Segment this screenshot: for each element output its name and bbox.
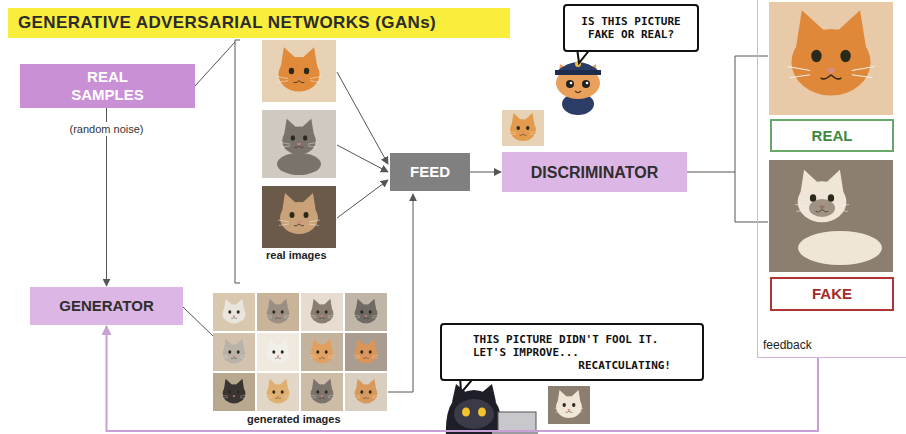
verdict-box: REAL bbox=[770, 119, 894, 152]
police-cat bbox=[555, 61, 601, 115]
feedback-panel: feedback REAL FAKE bbox=[757, 0, 906, 358]
cat-body bbox=[798, 231, 882, 265]
feed-line bbox=[337, 145, 388, 172]
generated-image bbox=[301, 333, 343, 371]
cat-mouth bbox=[575, 91, 581, 93]
real-image bbox=[262, 186, 336, 248]
cat-face bbox=[353, 339, 378, 364]
siamese-mask bbox=[809, 199, 835, 217]
generated-image bbox=[301, 293, 343, 331]
node-text: GENERATOR bbox=[59, 297, 153, 315]
cat-face bbox=[309, 379, 334, 404]
title-banner: GENERATIVE ADVERSARIAL NETWORKS (GANs) bbox=[8, 8, 510, 38]
cat-face bbox=[795, 170, 849, 222]
generated-image bbox=[257, 293, 299, 331]
eye-shine bbox=[570, 82, 573, 85]
leader-line bbox=[687, 172, 735, 173]
node-text: REAL bbox=[812, 127, 853, 145]
generated-image bbox=[213, 373, 255, 411]
cat-face bbox=[221, 379, 246, 404]
hood bbox=[446, 390, 502, 434]
cat-head bbox=[556, 67, 600, 99]
leader-line bbox=[195, 42, 235, 86]
node-text: REAL SAMPLES bbox=[58, 68, 158, 104]
speech-bubble: THIS PICTURE DIDN'T FOOL IT. LET'S IMPRO… bbox=[440, 323, 704, 381]
speech-bubble: IS THIS PICTURE FAKE OR REAL? bbox=[563, 4, 699, 52]
leader-line bbox=[183, 307, 213, 336]
process-box: GENERATOR bbox=[30, 287, 183, 325]
edge-label: (random noise) bbox=[67, 122, 147, 136]
real-image bbox=[262, 110, 336, 178]
node-text: feedback bbox=[763, 338, 812, 352]
node-text: IS THIS PICTURE FAKE OR REAL? bbox=[572, 15, 690, 41]
node-text: FAKE bbox=[812, 285, 852, 303]
generated-image bbox=[257, 333, 299, 371]
cat-eye bbox=[582, 80, 590, 88]
cat-face bbox=[265, 339, 290, 364]
feed-line bbox=[388, 194, 413, 392]
cat-face bbox=[221, 339, 246, 364]
feed-line bbox=[337, 180, 388, 218]
real-image bbox=[262, 40, 336, 102]
cat-face bbox=[278, 193, 320, 234]
process-box: REAL SAMPLES bbox=[20, 64, 195, 108]
bracket bbox=[235, 40, 240, 283]
laptop-base bbox=[492, 432, 538, 434]
rejected-image bbox=[548, 386, 590, 424]
cat-face bbox=[281, 119, 318, 155]
generated-image bbox=[257, 373, 299, 411]
verdict-box: FAKE bbox=[770, 277, 894, 311]
cat-eye bbox=[462, 408, 470, 417]
cat-eye bbox=[566, 80, 574, 88]
cat-face bbox=[265, 379, 290, 404]
cat-face bbox=[353, 299, 378, 324]
generated-image bbox=[213, 333, 255, 371]
image-caption: generated images bbox=[247, 413, 341, 426]
cat-face bbox=[276, 47, 321, 91]
feed-line bbox=[337, 72, 388, 164]
cat-face bbox=[309, 299, 334, 324]
cat-face bbox=[509, 113, 538, 141]
cat-face bbox=[265, 299, 290, 324]
cat-face bbox=[555, 390, 584, 418]
judged-image bbox=[502, 110, 544, 146]
verdict-image bbox=[769, 2, 893, 115]
node-text: DISCRIMINATOR bbox=[531, 163, 658, 182]
process-box: FEED bbox=[390, 153, 470, 191]
process-box: DISCRIMINATOR bbox=[502, 152, 687, 192]
generated-image bbox=[345, 293, 387, 331]
cat-eye bbox=[478, 408, 486, 417]
node-text: THIS PICTURE DIDN'T FOOL IT. LET'S IMPRO… bbox=[473, 333, 671, 372]
cat-face bbox=[309, 339, 334, 364]
cat-face bbox=[221, 299, 246, 324]
cat-body bbox=[277, 153, 321, 175]
cat-face bbox=[353, 379, 378, 404]
image-caption: real images bbox=[266, 249, 327, 262]
cat-face bbox=[787, 10, 874, 95]
generated-image bbox=[345, 333, 387, 371]
hacker-cat bbox=[446, 384, 538, 434]
verdict-image bbox=[769, 160, 893, 272]
generated-image bbox=[301, 373, 343, 411]
connector-arrow bbox=[470, 172, 501, 173]
bracket bbox=[735, 56, 768, 222]
node-text: FEED bbox=[410, 163, 450, 181]
hat-brim bbox=[555, 70, 601, 75]
generated-image bbox=[213, 293, 255, 331]
cat-head bbox=[454, 399, 494, 429]
generated-image bbox=[345, 373, 387, 411]
eye-shine bbox=[586, 82, 589, 85]
